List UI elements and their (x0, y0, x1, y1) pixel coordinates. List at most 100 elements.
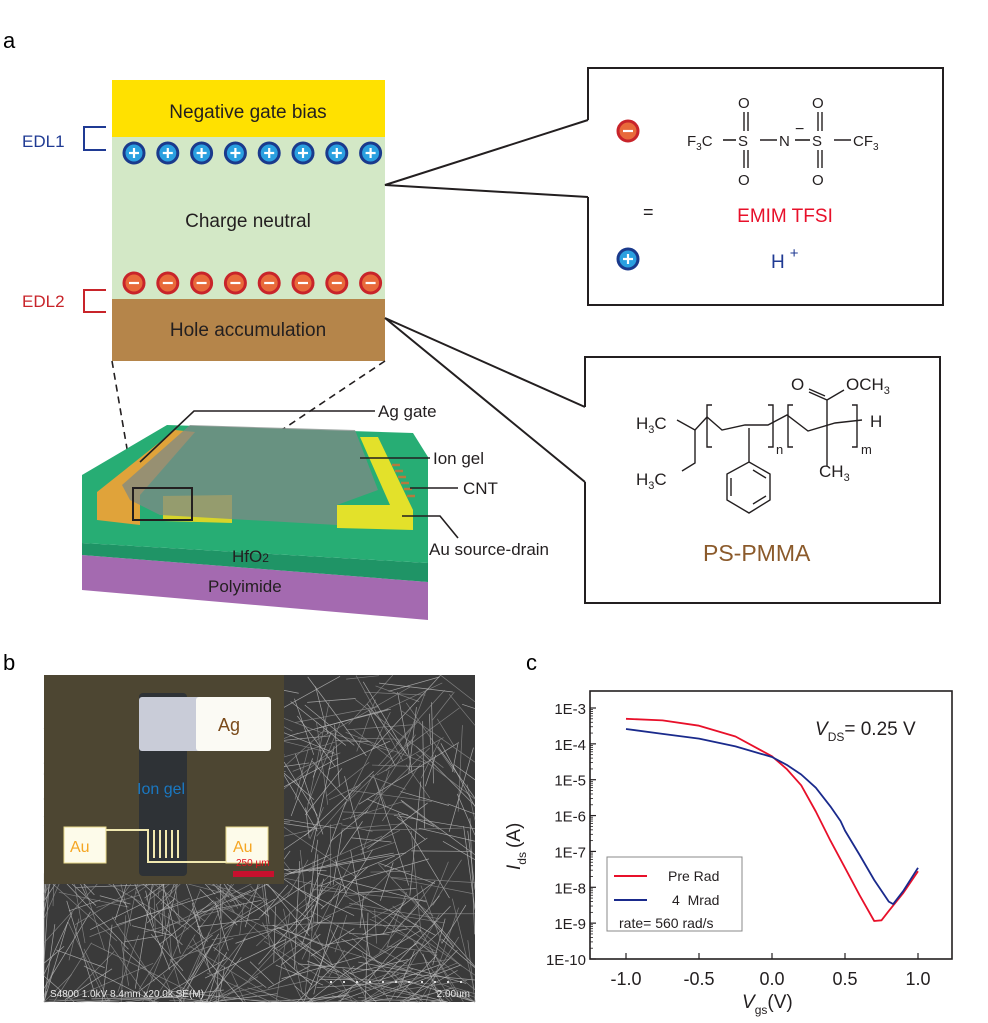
panel-label-b: b (3, 650, 15, 675)
edl2-bracket (83, 289, 106, 313)
minus-ion-icon (359, 271, 383, 295)
panel-label-c: c (526, 650, 537, 675)
svg-text:O: O (812, 172, 824, 189)
zoom-dash-left (111, 360, 132, 473)
edl1-label: EDL1 (22, 132, 65, 151)
ag-label: Ag (218, 715, 240, 735)
cation-icon (616, 247, 640, 271)
ion-callout-box: F3C S O O N − S O O CF3 = EMIM TFSI H+ (384, 67, 944, 306)
svg-text:S: S (812, 133, 822, 150)
optical-inset: Ag Ion gel Au Au 250 μm (44, 675, 284, 884)
cnt-label: CNT (463, 479, 498, 498)
plus-ion-icon (325, 141, 349, 165)
x-tick-label: -1.0 (610, 969, 641, 989)
y-tick-label: 1E-3 (554, 701, 586, 718)
polymer-callout-box: H3C H3C O OCH3 CH3 H n m PS-PMMA (384, 317, 941, 604)
cnt-wires (392, 463, 415, 498)
y-tick-label: 1E-8 (554, 880, 586, 897)
svg-text:O: O (812, 95, 824, 112)
minus-ion-icon (291, 271, 315, 295)
svg-text:N: N (779, 133, 790, 150)
x-tick-label: 0.0 (759, 969, 784, 989)
plot-frame (589, 690, 953, 960)
au-pad-right (225, 826, 269, 864)
panel-label-a: a (3, 28, 16, 53)
polyimide-layer (82, 555, 428, 620)
anion-row (122, 271, 383, 295)
cation-icon (616, 247, 640, 271)
ag-gate-label: Ag gate (378, 402, 437, 421)
svg-text:H3C: H3C (636, 470, 667, 492)
svg-text:O: O (791, 375, 804, 394)
legend-rate-note: rate= 560 rad/s (619, 915, 714, 931)
cation-row (122, 141, 383, 165)
ps-pmma-structure: H3C H3C O OCH3 CH3 H n m (636, 375, 890, 514)
y-axis-label: Ids(A) (504, 823, 529, 870)
polyimide-label: Polyimide (208, 577, 282, 596)
svg-text:H: H (870, 412, 882, 431)
layer-stack: Negative gate bias Charge neutral Hole a… (112, 80, 385, 361)
svg-text:n: n (776, 442, 783, 457)
anion-icon (616, 119, 640, 143)
plus-ion-icon (359, 141, 383, 165)
scale-bar (233, 871, 274, 877)
y-tick-label: 1E-5 (554, 773, 586, 790)
hfo2-label: HfO2 (232, 547, 269, 566)
plus-ion-icon (156, 141, 180, 165)
anion-icon (616, 119, 640, 143)
svg-text:CF3: CF3 (853, 133, 879, 153)
y-tick-label: 1E-7 (554, 844, 586, 861)
proton-label: H+ (771, 245, 799, 273)
minus-ion-icon (156, 271, 180, 295)
svg-text:−: − (795, 121, 804, 138)
au-right-label: Au (233, 839, 253, 856)
svg-text:F3C: F3C (687, 133, 713, 153)
edl1-bracket (83, 126, 106, 151)
svg-text:m: m (861, 442, 872, 457)
layer-label-middle: Charge neutral (185, 211, 311, 232)
x-tick-label: 0.5 (832, 969, 857, 989)
layer-label-top: Negative gate bias (169, 102, 326, 123)
au-left-label: Au (70, 839, 90, 856)
svg-text:O: O (738, 95, 750, 112)
svg-text:O: O (738, 172, 750, 189)
minus-ion-icon (257, 271, 281, 295)
au-drain-pad (337, 437, 413, 530)
legend-label-pre-rad: Pre Rad (668, 868, 719, 884)
tfsi-structure: F3C S O O N − S O O CF3 (687, 95, 879, 189)
y-tick-label: 1E-9 (554, 916, 586, 933)
interdigitated-electrode (106, 829, 226, 863)
svg-text:OCH3: OCH3 (846, 375, 890, 397)
equals-sign: = (643, 202, 654, 222)
x-axis-label: Vgs(V) (742, 992, 793, 1017)
hfo2-layer (82, 543, 428, 582)
ps-pmma-label: PS-PMMA (703, 540, 811, 566)
scale-bar-label: 250 μm (236, 858, 270, 869)
plus-ion-icon (122, 141, 146, 165)
svg-text:H3C: H3C (636, 414, 667, 436)
legend: Pre Rad 4 Mrad rate= 560 rad/s (606, 856, 743, 932)
legend-label-4mrad: 4 Mrad (672, 892, 719, 908)
y-tick-label: 1E-10 (546, 952, 586, 969)
device-schematic: Ag gate Ion gel CNT Au source-drain HfO2… (82, 402, 549, 620)
layer-label-bottom: Hole accumulation (170, 320, 326, 341)
emim-tfsi-label: EMIM TFSI (737, 206, 833, 227)
plus-ion-icon (257, 141, 281, 165)
minus-ion-icon (122, 271, 146, 295)
edl2-label: EDL2 (22, 292, 65, 311)
plus-ion-icon (223, 141, 247, 165)
minus-ion-icon (190, 271, 214, 295)
au-pad-left (63, 826, 107, 864)
y-tick-label: 1E-4 (554, 737, 586, 754)
ion-gel-label: Ion gel (433, 449, 484, 468)
series-line-pre-rad (625, 717, 919, 922)
zoom-region-box (132, 487, 193, 521)
svg-text:CH3: CH3 (819, 462, 850, 484)
sem-info: S4800 1.0kV 8.4mm x20.0k SE(M) (50, 989, 204, 1000)
x-tick-label: -0.5 (683, 969, 714, 989)
vds-annotation: VDS= 0.25 V (815, 719, 916, 744)
au-source-drain-label: Au source-drain (429, 540, 549, 559)
gate-bias-layer (112, 80, 385, 137)
